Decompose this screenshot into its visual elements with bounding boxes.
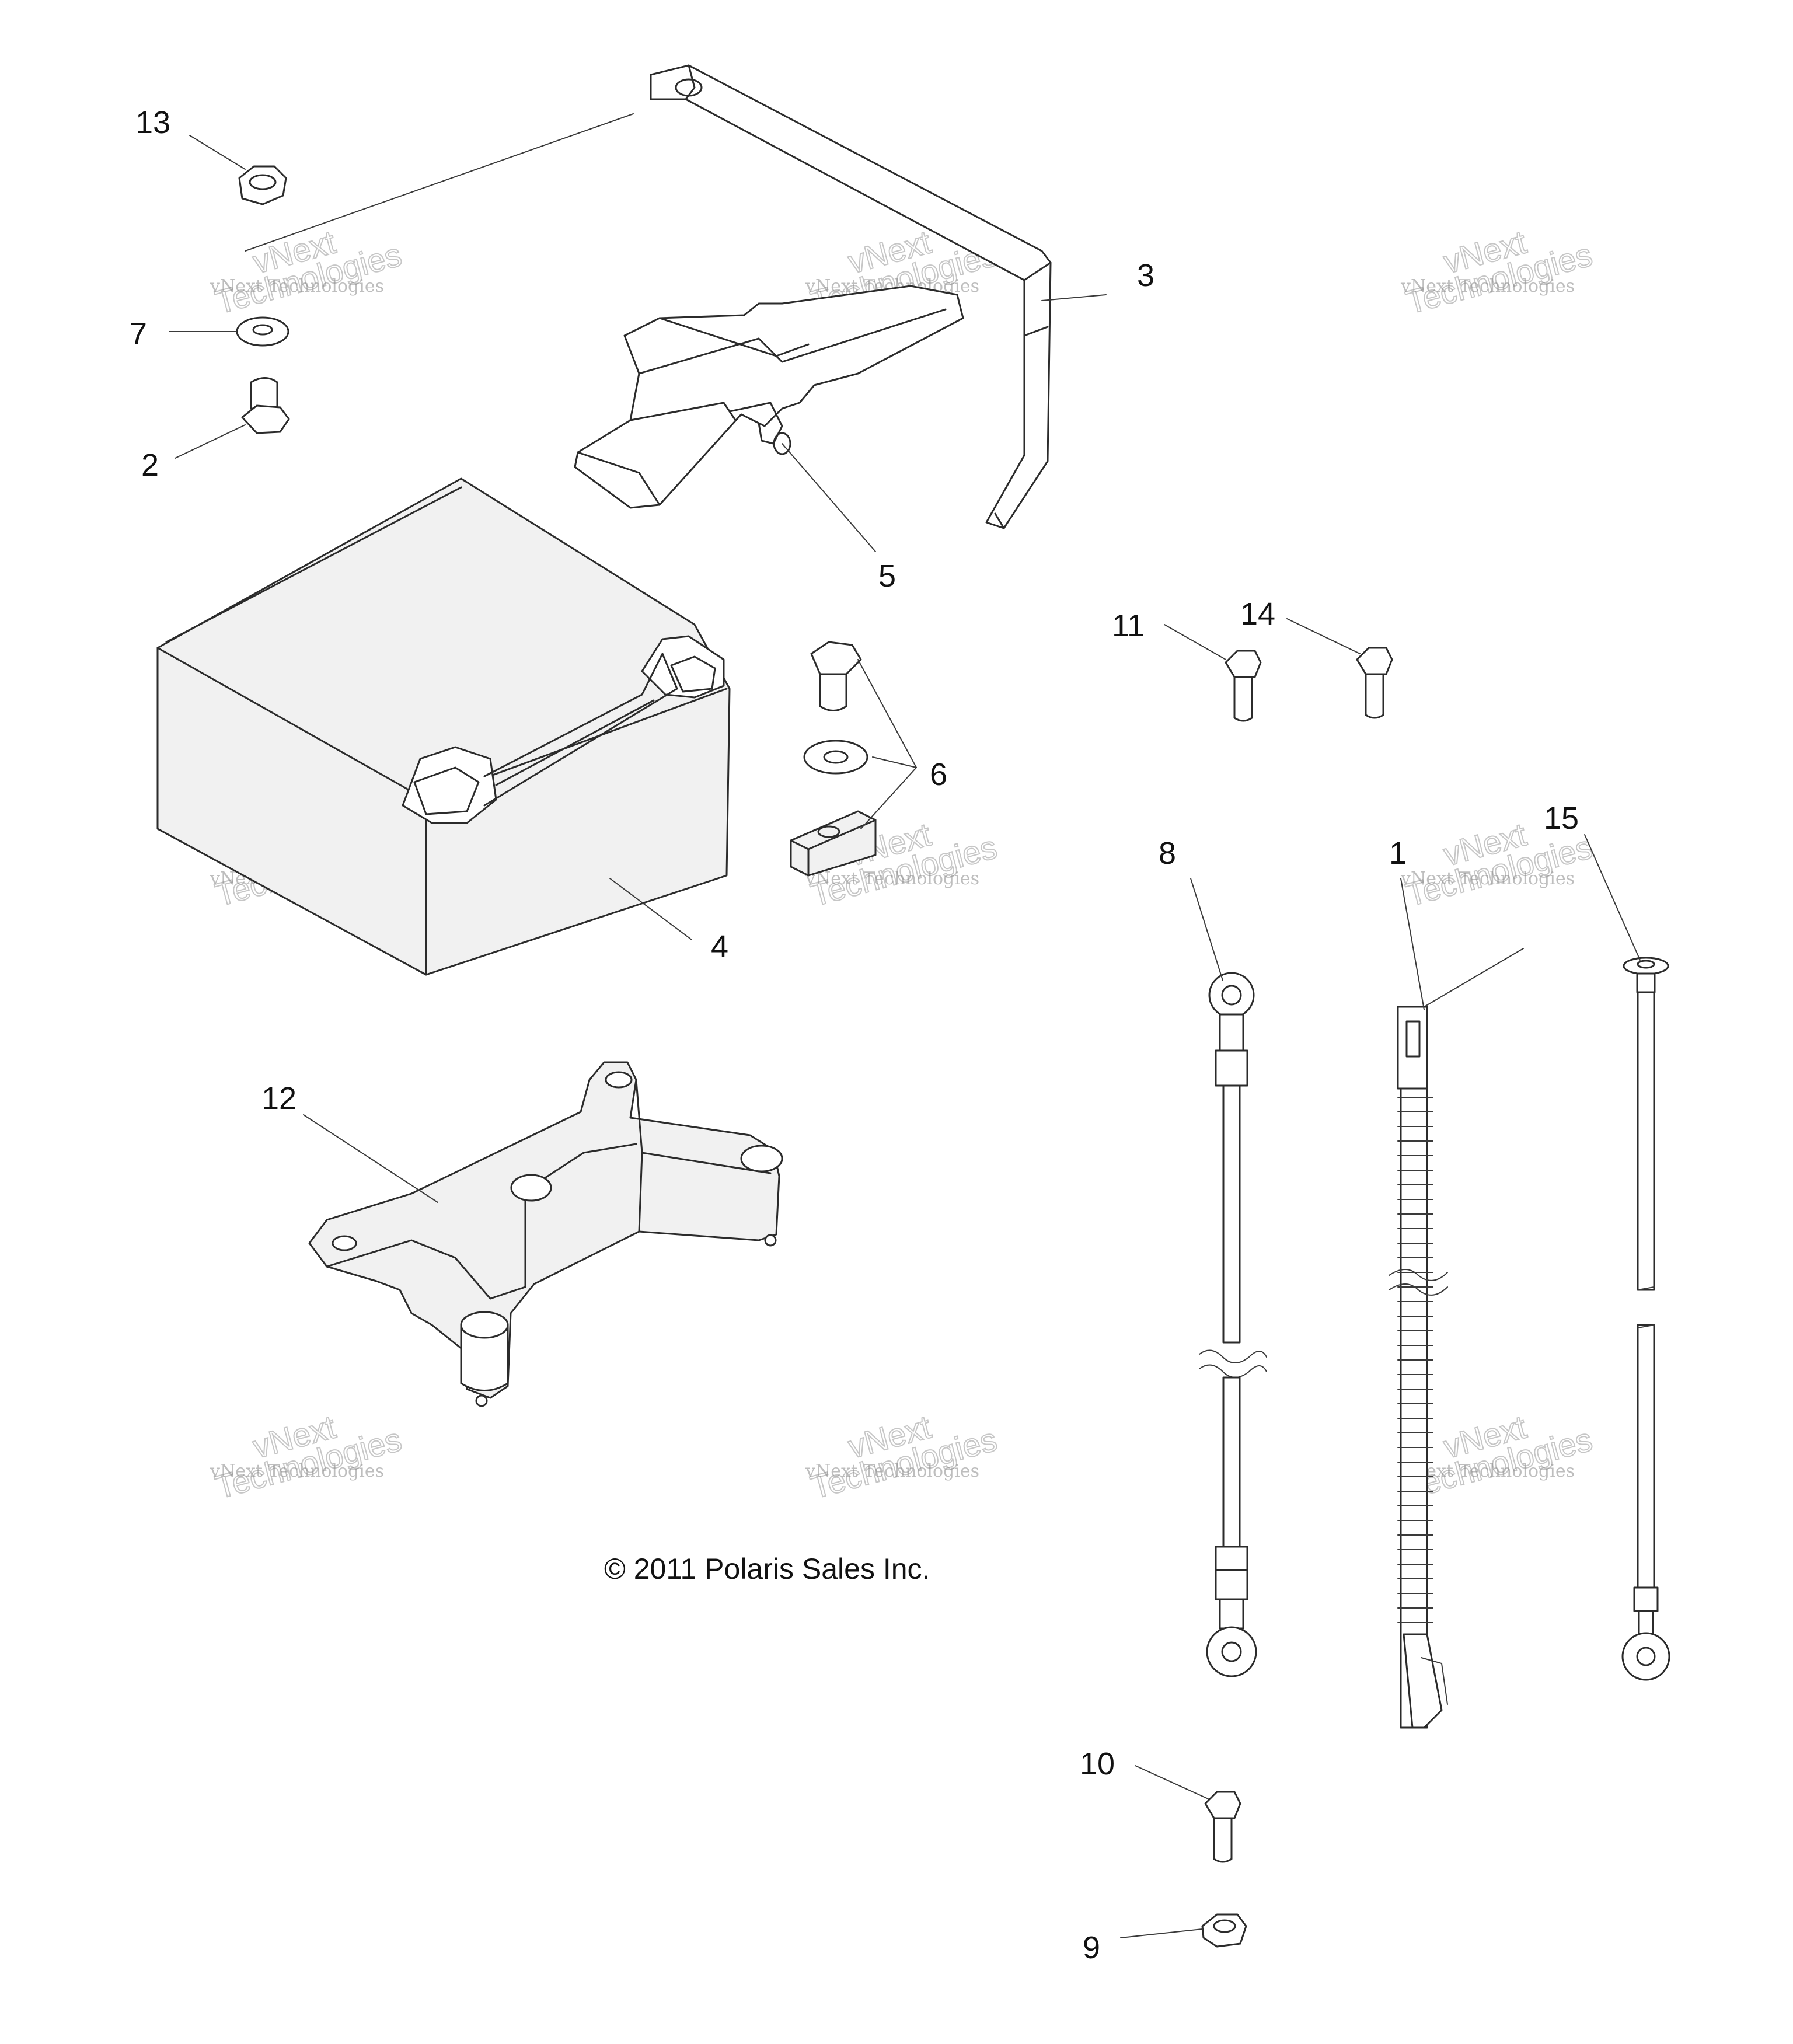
watermark-small-text: vNext Technologies bbox=[210, 276, 384, 297]
part-1-corrugated-harness bbox=[1389, 948, 1524, 1729]
callout-12: 12 bbox=[261, 1081, 296, 1116]
callout-13: 13 bbox=[135, 105, 170, 140]
part-4-battery bbox=[156, 477, 731, 976]
part-14-bolt bbox=[1356, 647, 1393, 719]
watermark-small-text: vNext Technologies bbox=[1400, 276, 1575, 297]
callout-4: 4 bbox=[711, 929, 728, 964]
watermark-7: Technologies vNext vNext Technologies bbox=[210, 1408, 406, 1506]
callout-15: 15 bbox=[1544, 801, 1579, 836]
callout-7: 7 bbox=[130, 316, 147, 351]
part-11-bolt bbox=[1225, 650, 1262, 722]
part-9-nut bbox=[1201, 1913, 1247, 1948]
watermark-small-text: vNext Technologies bbox=[1400, 1461, 1575, 1481]
watermark-small-text: vNext Technologies bbox=[210, 1461, 384, 1481]
part-15-ground-cable bbox=[1621, 957, 1670, 1681]
watermark-small-text: vNext Technologies bbox=[805, 1461, 979, 1481]
part-7-washer bbox=[236, 316, 289, 347]
callout-11: 11 bbox=[1112, 608, 1145, 643]
part-3-battery-bracket bbox=[650, 64, 1052, 529]
leader-lines bbox=[169, 113, 1641, 1938]
watermark-1: Technologies vNext vNext Technologies bbox=[210, 223, 406, 322]
part-6-terminal-hardware bbox=[790, 641, 877, 877]
callout-2: 2 bbox=[141, 448, 159, 483]
callout-9: 9 bbox=[1083, 1930, 1100, 1965]
part-2-bolt bbox=[241, 377, 290, 434]
part-13-flange-nut bbox=[238, 165, 287, 205]
part-12-hold-down-bracket bbox=[308, 1061, 783, 1407]
callout-10: 10 bbox=[1080, 1746, 1115, 1781]
callout-3: 3 bbox=[1137, 258, 1154, 293]
callout-14: 14 bbox=[1240, 597, 1275, 632]
callout-1: 1 bbox=[1389, 836, 1407, 871]
callout-5: 5 bbox=[878, 559, 896, 594]
watermark-3: Technologies vNext vNext Technologies bbox=[1400, 223, 1596, 322]
callout-8: 8 bbox=[1159, 836, 1176, 871]
watermark-small-text: vNext Technologies bbox=[1400, 868, 1575, 889]
copyright-text: © 2011 Polaris Sales Inc. bbox=[604, 1553, 930, 1585]
watermark-8: Technologies vNext vNext Technologies bbox=[805, 1408, 1001, 1506]
callout-6: 6 bbox=[930, 757, 947, 792]
watermark-small-text: vNext Technologies bbox=[805, 868, 979, 889]
part-8-battery-cable bbox=[1199, 972, 1267, 1677]
part-10-bolt bbox=[1204, 1791, 1241, 1863]
callout-numbers: 13 7 2 3 5 6 4 12 11 14 8 1 15 10 9 bbox=[130, 105, 1579, 1965]
part-5-battery-tray bbox=[574, 285, 964, 509]
